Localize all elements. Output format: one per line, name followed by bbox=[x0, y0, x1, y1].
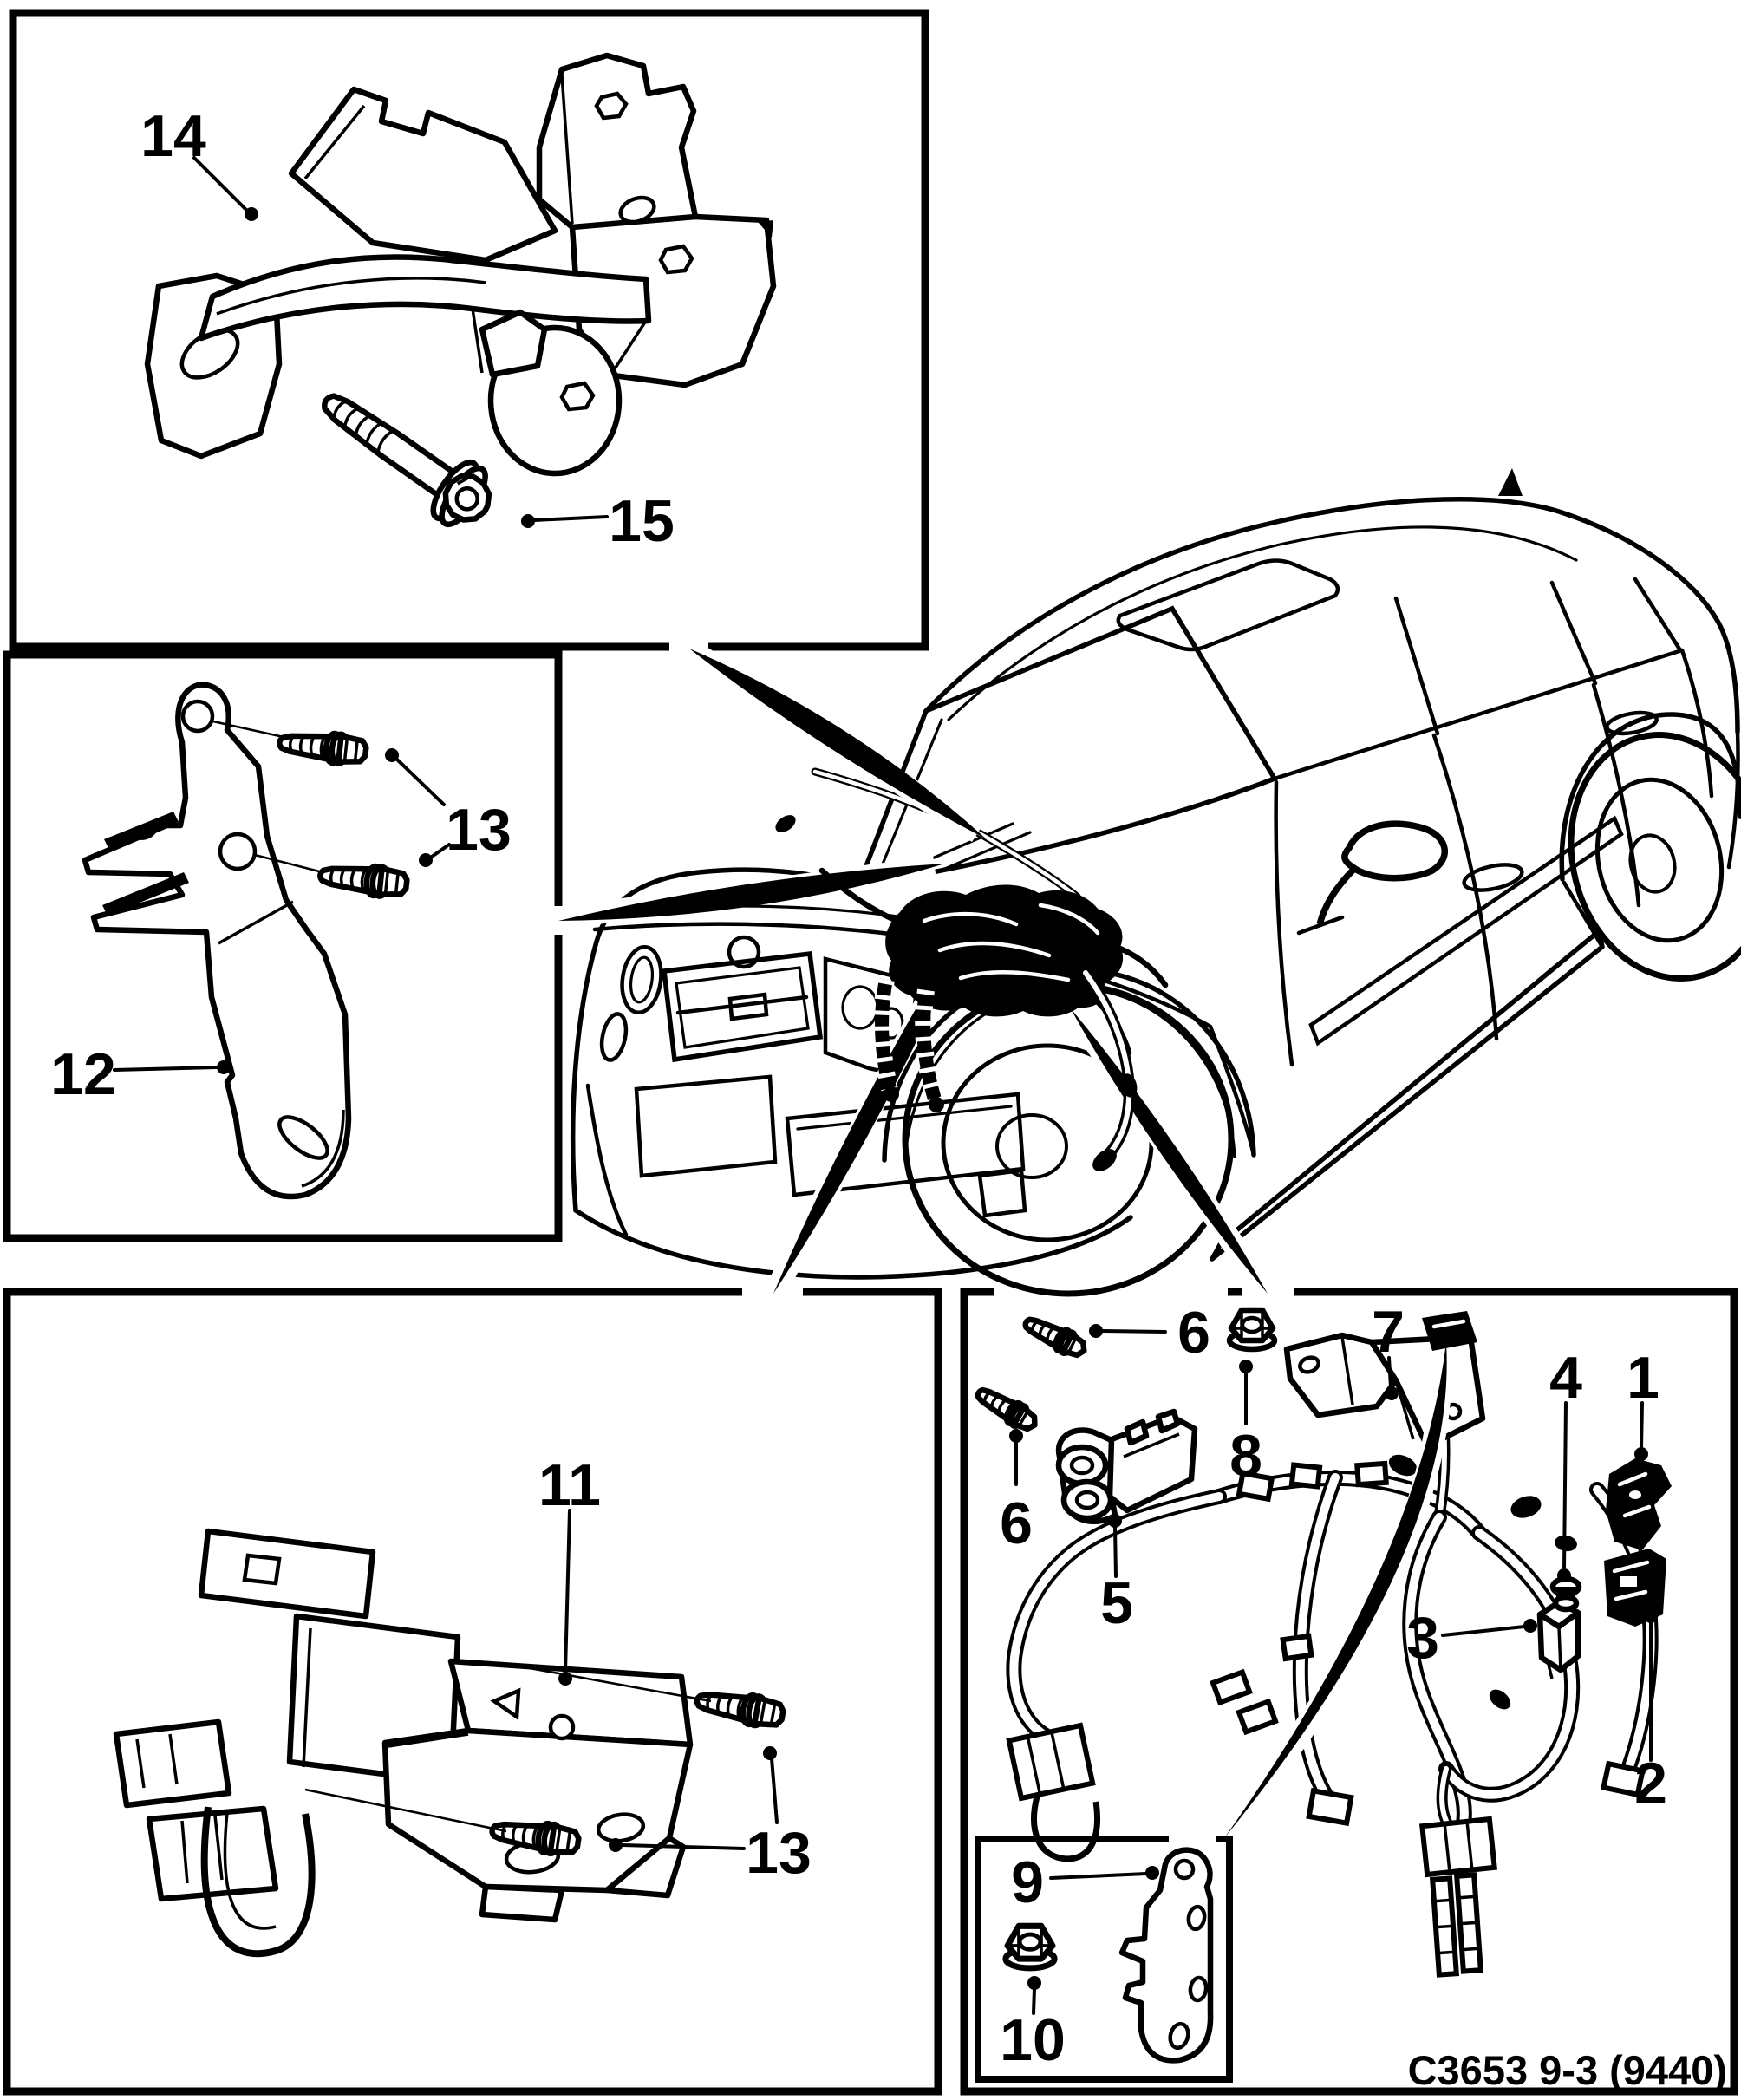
car-left-headlamp bbox=[620, 944, 663, 1015]
bracket-9-icon bbox=[1118, 1847, 1214, 2064]
part-label-1: 1 bbox=[1627, 1345, 1659, 1411]
part-labels: 14 15 13 12 11 13 6 8 7 4 1 6 5 3 2 9 10… bbox=[50, 103, 1727, 2093]
part-label-6-left: 6 bbox=[1000, 1490, 1033, 1556]
car-rear-lower-join bbox=[1562, 880, 1605, 949]
bracket-14-icon bbox=[144, 52, 777, 477]
car-side-moulding bbox=[1308, 815, 1624, 1047]
car-roof-rail bbox=[947, 525, 1578, 721]
screw-6b-icon bbox=[975, 1386, 1038, 1432]
part-label-6-top: 6 bbox=[1177, 1300, 1210, 1366]
panel-middle-left-content bbox=[82, 682, 410, 1200]
screw-13b-icon bbox=[317, 863, 410, 899]
panel-inner-9-10-border bbox=[975, 1836, 1233, 2083]
car-b-pillar bbox=[1393, 596, 1440, 736]
part-label-12: 12 bbox=[50, 1041, 116, 1107]
part-label-5: 5 bbox=[1100, 1570, 1133, 1636]
drawing-code: C3653 9-3 (9440) bbox=[1408, 2047, 1727, 2093]
car-left-headlamp-inner bbox=[629, 955, 655, 1004]
car-rear-door-handle bbox=[1605, 710, 1659, 736]
bracket-7-icon bbox=[1283, 1332, 1486, 1450]
car-bumper-crease bbox=[585, 1083, 629, 1237]
car-front-door-seam bbox=[1431, 733, 1499, 1041]
nut-10-icon bbox=[1002, 1922, 1058, 1972]
insert-line-13c bbox=[500, 1661, 712, 1703]
car-c-pillar bbox=[1549, 580, 1598, 686]
screw-13a-icon bbox=[277, 730, 369, 766]
part-label-7: 7 bbox=[1372, 1299, 1405, 1365]
car-front-door-handle bbox=[1462, 863, 1524, 892]
part-label-4: 4 bbox=[1549, 1345, 1582, 1411]
screw-13c-icon bbox=[694, 1692, 786, 1729]
car-wiper-right bbox=[921, 831, 1032, 880]
car-rear-wheel-arch bbox=[1559, 712, 1741, 882]
car-grille bbox=[661, 950, 824, 1063]
panel-boxes bbox=[3, 9, 1738, 2096]
panel-bottom-left-border bbox=[3, 1288, 942, 2096]
pointer-panel14-icon bbox=[689, 649, 987, 839]
car-license-plate bbox=[634, 1074, 778, 1178]
car-front-door-front-edge bbox=[1274, 779, 1294, 1067]
part-label-13-bl: 13 bbox=[746, 1820, 812, 1886]
car-badge-icon bbox=[727, 935, 761, 969]
car-bumper-bottom bbox=[573, 1208, 1133, 1280]
part-label-10: 10 bbox=[1000, 2007, 1066, 2073]
insert-line-13d bbox=[304, 1788, 507, 1833]
cover-bracket-2-icon bbox=[1604, 1549, 1666, 1627]
car-rear-wheel-icon bbox=[1568, 732, 1741, 982]
part-label-11: 11 bbox=[538, 1452, 601, 1518]
panel-top-left-content bbox=[144, 52, 777, 527]
car-belt-line bbox=[1272, 648, 1685, 781]
part-label-3: 3 bbox=[1406, 1605, 1439, 1671]
car-rear-edge bbox=[1726, 729, 1740, 870]
car-sunroof bbox=[1116, 558, 1340, 652]
car-mirror-icon bbox=[1296, 820, 1448, 936]
bolt-15-icon bbox=[322, 393, 492, 527]
engine-bay-harness-icon bbox=[775, 815, 1477, 1351]
part-label-13-ml: 13 bbox=[446, 797, 512, 863]
car-roofline bbox=[923, 497, 1740, 734]
pointer-harness-panel-icon bbox=[1070, 1008, 1268, 1294]
car-antenna-icon bbox=[1498, 468, 1523, 496]
bracket-11-icon bbox=[113, 1528, 694, 1958]
bracket-5-icon bbox=[1055, 1408, 1198, 1524]
harness-conduit-left-icon bbox=[873, 978, 899, 1102]
car-fog-lamp bbox=[977, 1168, 1027, 1218]
panel-bottom-right-content bbox=[975, 1307, 1672, 2064]
car-turn-signal bbox=[599, 1012, 629, 1062]
part-label-2: 2 bbox=[1634, 1751, 1667, 1816]
part-label-15: 15 bbox=[609, 488, 675, 554]
car-d-pillar bbox=[1633, 577, 1683, 653]
cover-bracket-1-icon bbox=[1606, 1458, 1672, 1550]
car-illustration bbox=[570, 468, 1741, 1297]
harness-conduit-right-icon bbox=[915, 988, 944, 1112]
insert-line-13b bbox=[254, 853, 323, 874]
leader-lines bbox=[113, 156, 1658, 2015]
part-label-8: 8 bbox=[1229, 1423, 1262, 1489]
bracket-12-icon bbox=[82, 682, 352, 1200]
part-label-14: 14 bbox=[140, 103, 206, 169]
car-sill-top bbox=[1218, 929, 1601, 1246]
panel-middle-left-border bbox=[3, 650, 563, 1242]
panel-top-left-border bbox=[9, 9, 929, 651]
insert-line-13a bbox=[212, 720, 292, 740]
screw-6a-icon bbox=[1022, 1316, 1087, 1359]
panel-bottom-left-content bbox=[113, 1528, 786, 1958]
panel-bottom-right-border bbox=[960, 1288, 1738, 2096]
nut-8-icon bbox=[1226, 1307, 1278, 1353]
pointer-panel12-icon bbox=[558, 864, 945, 921]
grommet-4-icon bbox=[1549, 1575, 1582, 1613]
part-label-9: 9 bbox=[1011, 1849, 1044, 1915]
